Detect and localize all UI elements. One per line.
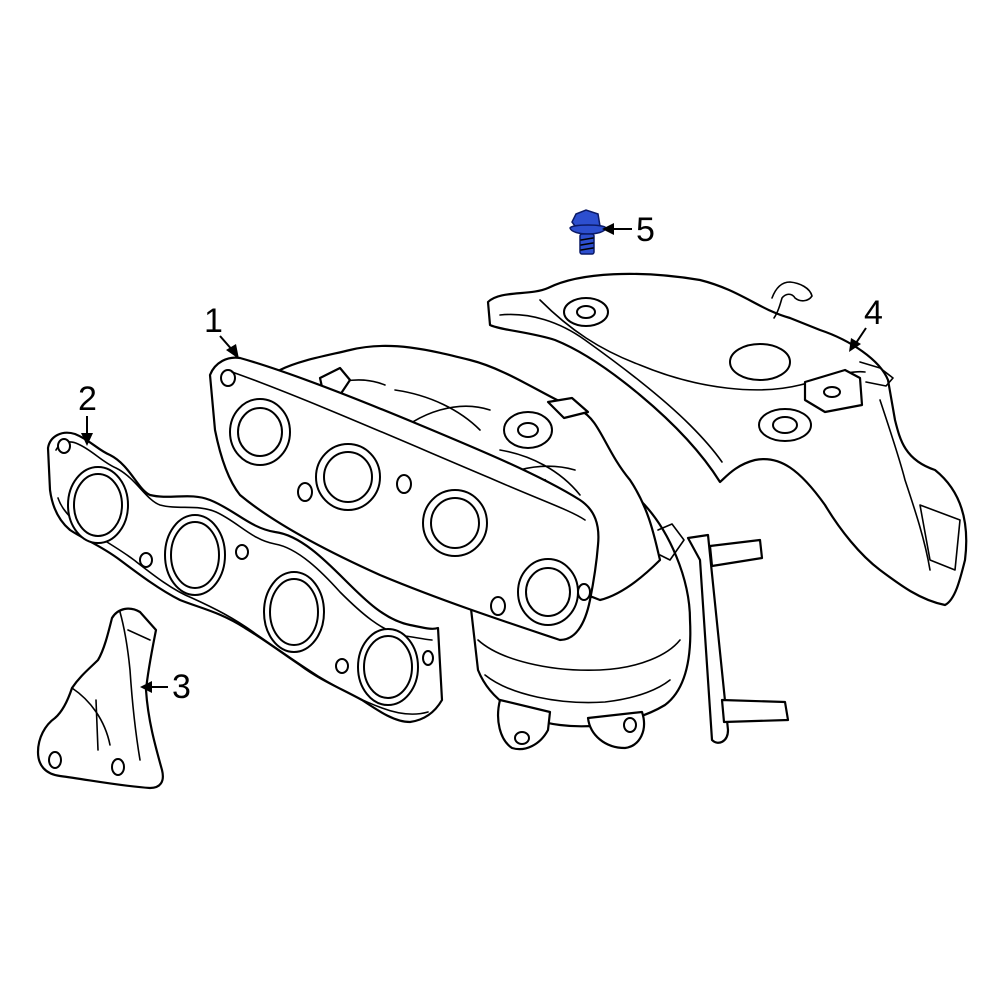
callout-3: 3 — [140, 668, 191, 706]
callout-label-4: 4 — [864, 294, 883, 332]
heat-shield-part[interactable] — [486, 272, 968, 607]
callout-label-1: 1 — [204, 302, 223, 340]
manifold-gasket-part[interactable] — [46, 431, 444, 724]
callout-4: 4 — [849, 294, 883, 352]
bolt-flange — [569, 224, 607, 235]
support-bracket-part[interactable] — [36, 607, 164, 790]
callout-label-5: 5 — [636, 211, 655, 249]
exhaust-manifold-part[interactable] — [208, 344, 790, 751]
callout-label-2: 2 — [78, 380, 97, 418]
callout-2: 2 — [78, 380, 97, 446]
heat-shield-bolt-part[interactable] — [569, 209, 607, 255]
callout-1: 1 — [204, 302, 239, 359]
callout-5: 5 — [602, 211, 655, 249]
callout-label-3: 3 — [172, 668, 191, 706]
